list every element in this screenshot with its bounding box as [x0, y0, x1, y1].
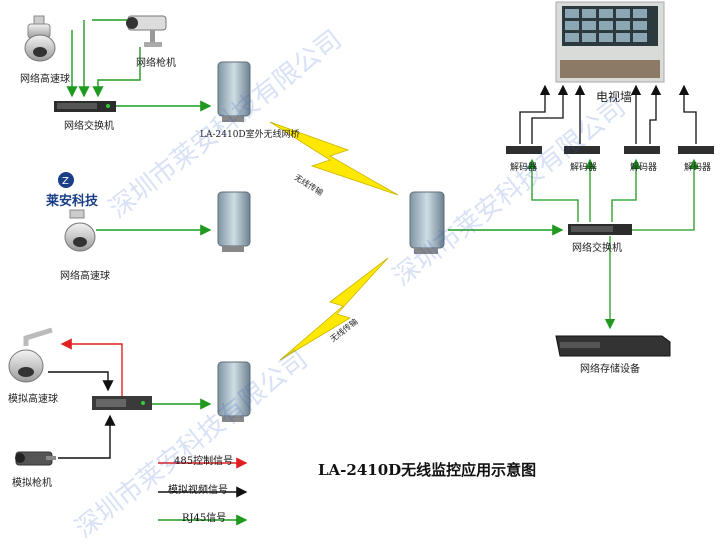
legend-rj45: RJ45信号 — [182, 513, 227, 524]
bridge-2 — [217, 191, 251, 252]
links-bottom-left — [48, 338, 212, 459]
tv-wall — [555, 1, 665, 83]
diagram-title: LA-2410D无线监控应用示意图 — [318, 461, 537, 479]
label-network-switch-left: 网络交换机 — [64, 121, 114, 132]
label-network-speed-dome-2: 网络高速球 — [60, 271, 110, 282]
network-switch-left — [54, 101, 116, 112]
company-logo: Z — [58, 172, 74, 188]
label-network-speed-dome-1: 网络高速球 — [20, 74, 70, 85]
links-top-left — [66, 19, 212, 112]
label-network-bullet-camera: 网络枪机 — [136, 58, 176, 69]
network-bullet-camera — [126, 15, 167, 47]
links-decoder-tvwall — [519, 84, 697, 144]
label-analog-speed-dome: 模拟高速球 — [8, 394, 58, 405]
bridge-1 — [217, 61, 251, 122]
bridge-3 — [217, 361, 251, 422]
label-decoder-2: 解码器 — [570, 163, 598, 173]
legend-485: 485控制信号 — [174, 456, 234, 467]
legend-analog-video: 模拟视频信号 — [168, 485, 228, 496]
storage-device — [555, 335, 671, 357]
label-analog-bullet-camera: 模拟枪机 — [12, 478, 52, 489]
links-switch-decoders — [526, 158, 700, 330]
network-switch-right — [568, 224, 632, 235]
svg-text:Z: Z — [62, 176, 69, 187]
label-storage-device: 网络存储设备 — [580, 364, 640, 375]
decoder-devices — [506, 146, 714, 154]
label-decoder-3: 解码器 — [630, 163, 658, 173]
analog-speed-dome — [8, 327, 53, 383]
diagram-svg: Z — [8, 1, 714, 526]
wireless-bolt-2 — [279, 257, 389, 361]
diagram-canvas: Z — [8, 1, 714, 544]
central-bridge — [409, 191, 445, 254]
label-bridge: LA-2410D室外无线网桥 — [200, 130, 300, 140]
label-decoder-1: 解码器 — [510, 163, 538, 173]
label-tv-wall: 电视墙 — [596, 90, 633, 104]
video-encoder — [92, 396, 152, 410]
wireless-bolt-1 — [269, 121, 399, 196]
logo-text: 莱安科技 — [46, 194, 99, 209]
network-speed-dome-2 — [64, 209, 96, 252]
label-network-switch-right: 网络交换机 — [572, 243, 622, 254]
network-speed-dome-1 — [24, 15, 56, 62]
label-decoder-4: 解码器 — [684, 163, 712, 173]
analog-bullet-camera — [15, 451, 56, 466]
legend-lines — [158, 457, 248, 526]
